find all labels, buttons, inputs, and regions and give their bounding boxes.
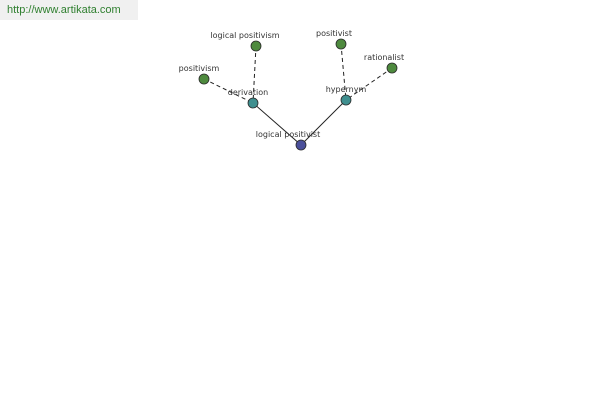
site-url-link[interactable]: http://www.artikata.com (7, 4, 121, 16)
edge-derivation-to-center (252, 102, 302, 146)
graph-nodes (198, 38, 398, 151)
node-leaf-positivist[interactable] (335, 38, 347, 50)
label-leaf-logical-positivism[interactable]: logical positivism (210, 31, 279, 40)
edge-positivist (340, 43, 347, 101)
graph-edges (203, 43, 393, 146)
label-relation-derivation: derivation (228, 88, 268, 97)
edge-logical-positivism (252, 45, 257, 104)
graph-labels: logical positivist derivation hypernym l… (179, 29, 404, 139)
node-leaf-positivism[interactable] (198, 73, 210, 85)
edge-hypernym-to-center (300, 99, 347, 146)
edge-rationalist (345, 67, 393, 101)
edge-positivism (203, 78, 254, 104)
label-center[interactable]: logical positivist (256, 130, 320, 139)
label-relation-hypernym: hypernym (326, 85, 367, 94)
node-leaf-logical-positivism[interactable] (250, 40, 262, 52)
node-relation-hypernym[interactable] (340, 94, 352, 106)
node-center[interactable] (295, 139, 307, 151)
label-leaf-positivism[interactable]: positivism (179, 64, 220, 73)
node-relation-derivation[interactable] (247, 97, 259, 109)
label-leaf-rationalist[interactable]: rationalist (364, 53, 404, 62)
node-leaf-rationalist[interactable] (386, 62, 398, 74)
site-url-banner[interactable]: http://www.artikata.com (0, 0, 138, 20)
label-leaf-positivist[interactable]: positivist (316, 29, 352, 38)
